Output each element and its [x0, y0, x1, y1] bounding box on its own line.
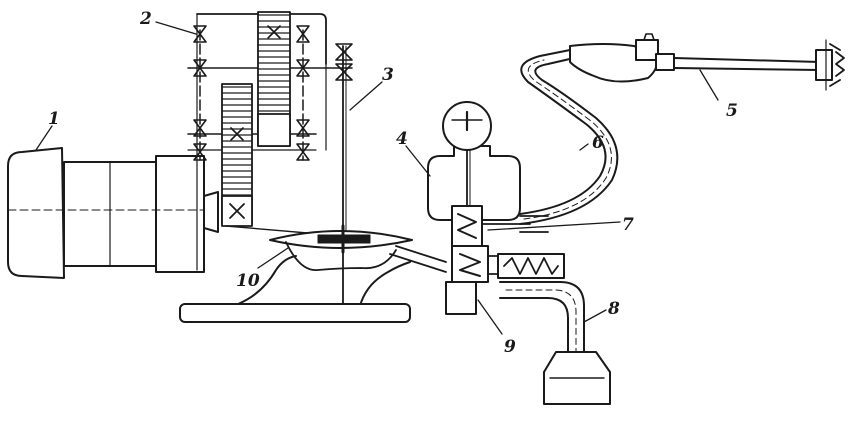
spray-gun [569, 33, 845, 91]
label-motor: 1 [48, 109, 60, 129]
discharge-valve [451, 205, 549, 247]
suction-hose [499, 281, 611, 405]
label-discharge-valve: 7 [622, 215, 634, 235]
electric-motor [7, 147, 219, 279]
label-delivery-hose: 6 [592, 133, 604, 153]
label-diaphragm: 10 [236, 271, 260, 291]
label-gearbox: 2 [139, 9, 152, 29]
label-suction-valve: 9 [504, 337, 516, 357]
base-frame [179, 255, 411, 323]
label-suction-hose: 8 [607, 299, 620, 319]
callout-labels: 1 2 3 4 5 6 7 8 9 10 [48, 9, 738, 357]
suction-valve [445, 245, 565, 315]
diaphragm-chamber [269, 224, 447, 273]
leader-lines [35, 21, 719, 335]
label-spray-gun: 5 [726, 101, 738, 121]
gearbox [187, 11, 353, 271]
delivery-hose [519, 49, 619, 225]
air-chamber [427, 101, 521, 221]
label-shaft: 3 [382, 65, 394, 85]
label-air-chamber: 4 [396, 129, 408, 149]
